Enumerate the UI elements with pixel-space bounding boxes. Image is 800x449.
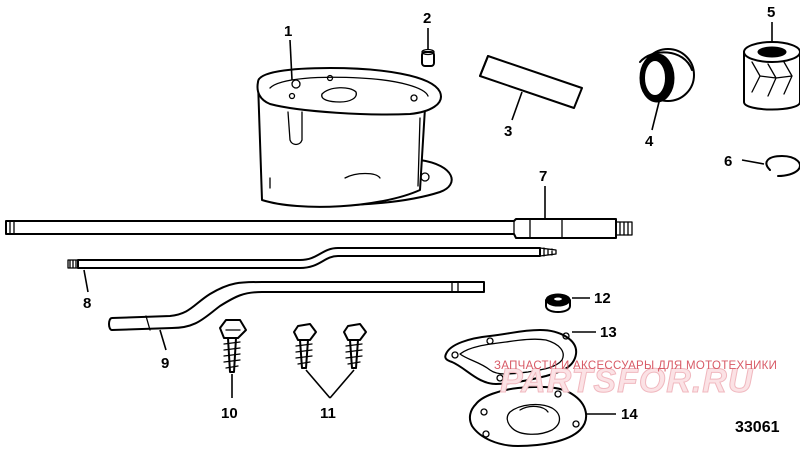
callout-10: 10 bbox=[221, 405, 238, 422]
callout-7: 7 bbox=[539, 168, 547, 185]
part-housing[interactable] bbox=[256, 67, 453, 208]
callout-14: 14 bbox=[621, 406, 638, 423]
callouts: 1 2 3 4 5 6 7 8 9 10 11 12 13 14 bbox=[83, 4, 775, 423]
callout-13: 13 bbox=[600, 324, 617, 341]
leader-lines bbox=[83, 22, 773, 415]
part-pin[interactable] bbox=[421, 48, 435, 67]
callout-11: 11 bbox=[320, 405, 336, 422]
part-shift-rod[interactable] bbox=[67, 247, 557, 269]
part-coupler[interactable] bbox=[743, 41, 800, 111]
part-screw-pair[interactable] bbox=[293, 323, 367, 369]
callout-6: 6 bbox=[724, 153, 732, 170]
callout-2: 2 bbox=[423, 10, 431, 27]
part-gasket-lower[interactable] bbox=[468, 385, 588, 447]
figure-number: 33061 bbox=[735, 419, 780, 436]
callout-9: 9 bbox=[161, 355, 169, 372]
part-lever-rod[interactable] bbox=[108, 281, 485, 331]
callout-5: 5 bbox=[767, 4, 775, 21]
callout-8: 8 bbox=[83, 295, 91, 312]
part-drive-shaft[interactable] bbox=[5, 218, 633, 239]
part-screw-long[interactable] bbox=[219, 319, 247, 373]
callout-3: 3 bbox=[504, 123, 512, 140]
watermark-logo: PARTSFOR.RU bbox=[500, 362, 754, 400]
watermark: PARTSFOR.RU ЗАПЧАСТИ И АКСЕССУАРЫ ДЛЯ МО… bbox=[494, 360, 777, 401]
callout-12: 12 bbox=[594, 290, 611, 307]
callout-1: 1 bbox=[284, 23, 292, 40]
part-snap-ring[interactable] bbox=[765, 155, 800, 177]
part-pad[interactable] bbox=[479, 55, 583, 109]
part-seal[interactable] bbox=[639, 48, 695, 103]
part-grommet[interactable] bbox=[545, 293, 571, 313]
watermark-tagline: ЗАПЧАСТИ И АКСЕССУАРЫ ДЛЯ МОТОТЕХНИКИ bbox=[494, 360, 777, 372]
callout-4: 4 bbox=[645, 133, 654, 150]
part-gasket-upper[interactable] bbox=[444, 329, 578, 385]
